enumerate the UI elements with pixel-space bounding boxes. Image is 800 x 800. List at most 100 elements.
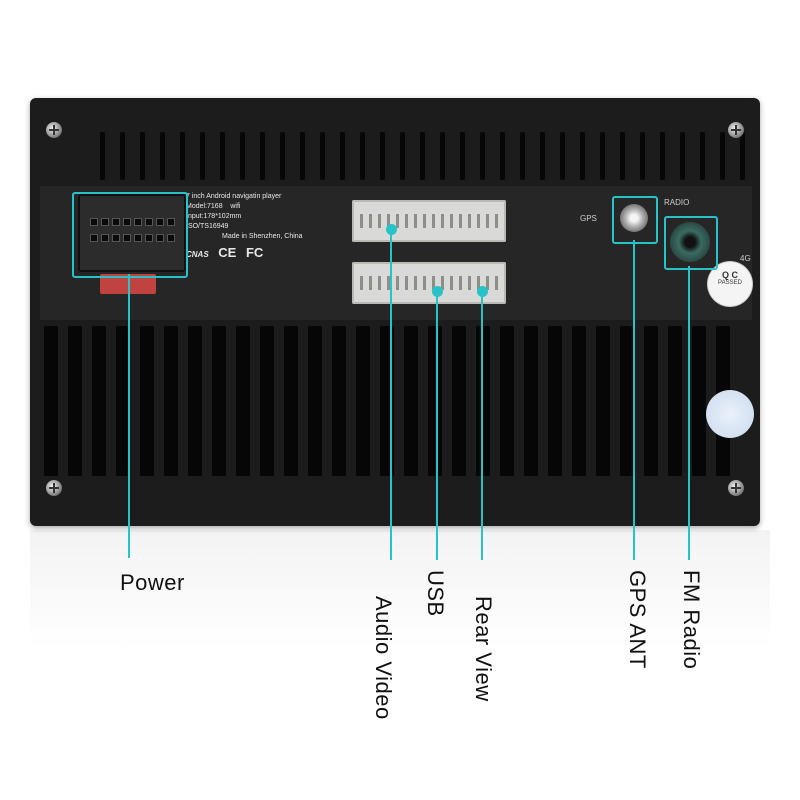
power-caption: Power <box>120 570 185 595</box>
vent-slot <box>620 132 625 180</box>
vent-slot <box>572 326 586 476</box>
connector-pin <box>396 276 399 290</box>
connector-pin <box>477 276 480 290</box>
vent-slot <box>300 132 305 180</box>
power-pin <box>101 218 109 226</box>
vent-slot <box>360 132 365 180</box>
connector-pin <box>495 276 498 290</box>
usb-caption: USB <box>423 570 448 617</box>
fm-radio-leader-line <box>688 266 690 560</box>
audio-video-caption: Audio Video <box>371 596 396 720</box>
vent-slot <box>460 132 465 180</box>
vent-slot <box>164 326 178 476</box>
connector-pin <box>369 276 372 290</box>
connector-pin <box>423 276 426 290</box>
vent-slot <box>596 326 610 476</box>
sticker-iso: ISO/TS16949 <box>186 223 229 230</box>
vent-slot <box>404 326 418 476</box>
vent-slot <box>340 132 345 180</box>
vent-slot <box>452 326 466 476</box>
vent-slot <box>260 132 265 180</box>
sticker-input: Input:178*102mm <box>186 213 242 220</box>
table-reflection <box>30 530 770 650</box>
vent-slot <box>428 326 442 476</box>
power-pin <box>145 218 153 226</box>
power-connector <box>78 194 186 272</box>
vent-slot <box>700 132 705 180</box>
vent-slot <box>200 132 205 180</box>
vent-slot <box>420 132 425 180</box>
vent-slot <box>500 132 505 180</box>
4g-panel-text: 4G <box>740 254 751 263</box>
connector-pin <box>486 276 489 290</box>
gps-antenna-socket <box>620 204 648 232</box>
vent-slot <box>68 326 82 476</box>
qc-passed: PASSED <box>718 280 742 286</box>
vent-slot <box>220 132 225 180</box>
connector-pin <box>414 276 417 290</box>
connector-pin <box>441 276 444 290</box>
vent-slot <box>356 326 370 476</box>
vent-slot <box>320 132 325 180</box>
radio-panel-text: RADIO <box>664 198 690 207</box>
usb-marker <box>432 286 443 297</box>
vent-slot <box>644 326 658 476</box>
vent-slot <box>332 326 346 476</box>
vent-slot <box>188 326 202 476</box>
screw-icon <box>728 480 744 496</box>
head-unit-back-panel <box>30 98 760 526</box>
sticker-wifi: wifi <box>230 203 241 210</box>
gps-panel-text: GPS <box>580 214 597 223</box>
power-pin <box>167 218 175 226</box>
connector-pin <box>468 276 471 290</box>
fm-radio-socket <box>670 222 710 262</box>
vent-slot <box>660 132 665 180</box>
vent-slot <box>548 326 562 476</box>
connector-pin <box>405 214 408 228</box>
vent-slot <box>44 326 58 476</box>
connector-pin <box>468 214 471 228</box>
power-pin <box>134 218 142 226</box>
usb-rearview-connector <box>352 262 506 304</box>
connector-pin <box>441 214 444 228</box>
vent-slot <box>92 326 106 476</box>
vent-slot <box>668 326 682 476</box>
power-leader-line <box>128 274 130 558</box>
vent-slot <box>740 132 745 180</box>
vent-slot <box>640 132 645 180</box>
vent-slot <box>380 132 385 180</box>
power-pin <box>101 234 109 242</box>
power-pin <box>112 234 120 242</box>
vent-slot <box>600 132 605 180</box>
rear-view-marker <box>477 286 488 297</box>
connector-pin <box>450 276 453 290</box>
connector-pin <box>387 276 390 290</box>
audio-video-marker <box>386 224 397 235</box>
connector-pin <box>396 214 399 228</box>
connector-pin <box>432 276 435 290</box>
vent-slot <box>500 326 514 476</box>
connector-pin <box>495 214 498 228</box>
ce-logo: CE <box>218 245 237 260</box>
vent-slot <box>400 132 405 180</box>
gps-leader-line <box>633 240 635 560</box>
vent-slot <box>240 132 245 180</box>
fm-radio-highlight <box>664 216 718 270</box>
vent-slot <box>440 132 445 180</box>
vent-slot <box>580 132 585 180</box>
connector-pin <box>387 214 390 228</box>
gps-highlight <box>612 196 658 244</box>
rear-view-leader-line <box>481 292 483 560</box>
spec-sticker: 7 inch Android navigatin player Model:71… <box>186 192 320 298</box>
connector-pin <box>486 214 489 228</box>
power-pin <box>156 234 164 242</box>
screw-icon <box>46 122 62 138</box>
connector-pin <box>414 214 417 228</box>
screw-icon <box>46 480 62 496</box>
vent-slot <box>212 326 226 476</box>
connector-pin <box>378 214 381 228</box>
vent-slot <box>524 326 538 476</box>
connector-pin <box>477 214 480 228</box>
connector-pin <box>459 214 462 228</box>
connector-pin <box>450 214 453 228</box>
